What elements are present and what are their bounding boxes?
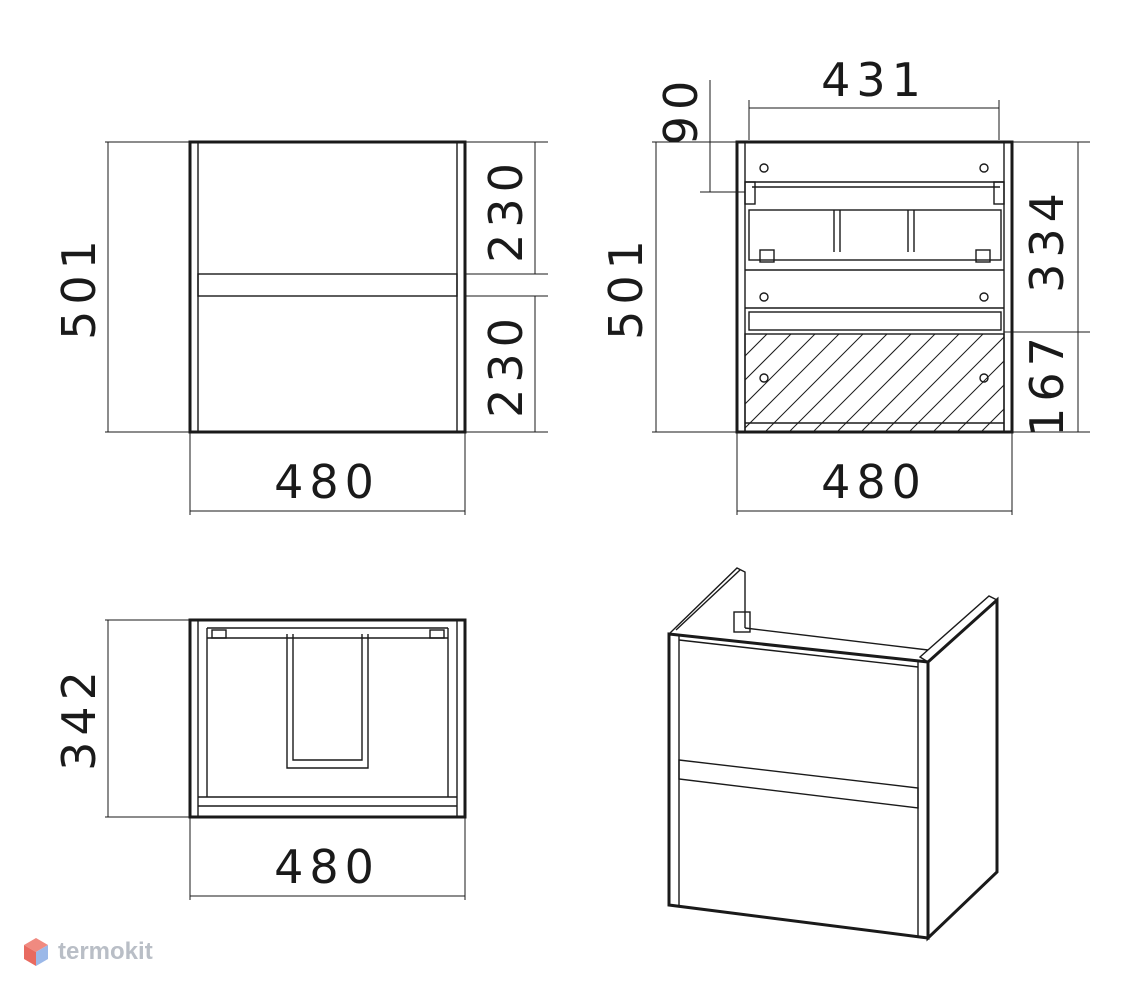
side-lower-hatched-area: [744, 333, 1005, 433]
hatch-line: [745, 334, 768, 357]
hatch-line: [860, 334, 960, 432]
hatch-line: [908, 336, 1004, 432]
plan-view: 342 480: [52, 618, 467, 900]
hatch-line: [1077, 334, 1144, 432]
front-drawer-gap: [197, 273, 458, 297]
plan-depth-label: 342: [52, 665, 106, 771]
front-view: 501 230 230 480: [52, 140, 548, 515]
hatch-line: [788, 334, 888, 432]
hatch-line: [812, 334, 912, 432]
hatch-line: [745, 334, 840, 429]
front-height-label: 501: [52, 234, 106, 340]
side-height-label: 501: [599, 234, 653, 340]
front-width-label: 480: [274, 455, 380, 509]
hatch-line: [745, 334, 816, 405]
isometric-view: [667, 567, 999, 942]
plan-width-label: 480: [274, 840, 380, 894]
iso-front-face: [667, 632, 930, 940]
front-drawer-bottom-label: 230: [479, 312, 533, 418]
hatch-line: [645, 334, 743, 432]
hatch-line: [836, 334, 936, 432]
termokit-logo-icon: [24, 938, 48, 966]
side-top-offset-label: 90: [654, 75, 708, 146]
hatch-line: [764, 334, 864, 432]
side-cabinet-outline: [735, 140, 1014, 434]
hatch-line: [1101, 334, 1144, 432]
plan-cabinet-outline: [188, 618, 467, 819]
iso-side-face: [926, 596, 999, 942]
hatch-line: [745, 334, 792, 381]
front-cabinet-outline: [188, 140, 467, 434]
hatch-line: [932, 360, 1004, 432]
front-drawer-top-label: 230: [479, 157, 533, 263]
hatch-line: [980, 408, 1004, 432]
side-lower-label: 167: [1020, 331, 1074, 437]
side-top-width-label: 431: [821, 53, 927, 107]
hatch-line: [956, 384, 1004, 432]
hatch-line: [884, 334, 984, 432]
side-width-label: 480: [821, 455, 927, 509]
watermark-text: termokit: [58, 938, 153, 965]
side-upper-label: 334: [1020, 187, 1074, 293]
side-section-view: 501 431 90 334 167 480: [599, 53, 1144, 515]
termokit-watermark: termokit: [22, 936, 153, 968]
